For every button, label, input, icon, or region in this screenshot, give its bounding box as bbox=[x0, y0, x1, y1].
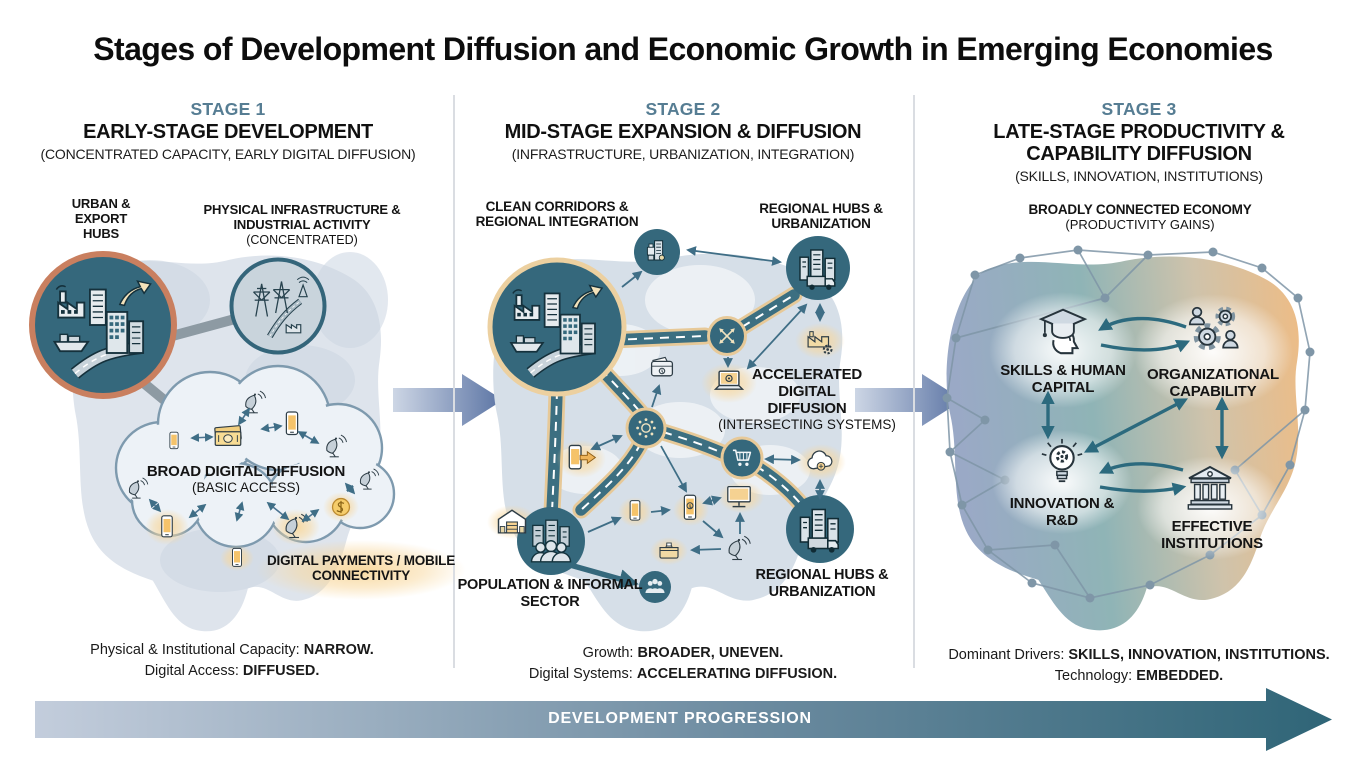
population-icon bbox=[530, 519, 572, 563]
label-physical-infrastructure-main: PHYSICAL INFRASTRUCTURE & INDUSTRIAL ACT… bbox=[203, 202, 401, 232]
label-broad-digital-diffusion-main: BROAD DIGITAL DIFFUSION bbox=[146, 463, 346, 480]
label-physical-infrastructure: PHYSICAL INFRASTRUCTURE & INDUSTRIAL ACT… bbox=[195, 202, 409, 247]
panel-divider bbox=[453, 95, 455, 668]
label-accelerated-diffusion-qualifier: (INTERSECTING SYSTEMS) bbox=[718, 417, 896, 433]
diffusion-arrows-stage1 bbox=[148, 407, 356, 523]
label-effective-institutions: EFFECTIVE INSTITUTIONS bbox=[1161, 518, 1263, 553]
building-icon bbox=[646, 240, 665, 261]
stage1-summary-line2-value: DIFFUSED. bbox=[242, 663, 320, 680]
label-organizational-capability: ORGANIZATIONAL CAPABILITY bbox=[1147, 366, 1279, 401]
stage1-summary: Physical & Institutional Capacity: NARRO… bbox=[90, 640, 374, 682]
label-regional-hubs-top: REGIONAL HUBS & URBANIZATION bbox=[759, 201, 883, 232]
stage3-summary-line2: Technology: EMBEDDED. bbox=[948, 666, 1329, 687]
page-title: Stages of Development Diffusion and Econ… bbox=[93, 31, 1273, 67]
stage3-summary-line2-label: Technology: bbox=[1054, 668, 1137, 685]
stage1-summary-line1-value: NARROW. bbox=[303, 642, 374, 658]
stage1-summary-line1-label: Physical & Institutional Capacity: bbox=[90, 642, 304, 658]
stage3-subtitle: (SKILLS, INNOVATION, INSTITUTIONS) bbox=[1015, 168, 1263, 184]
stage2-art bbox=[487, 229, 854, 632]
mobile-money-phone-icon bbox=[683, 494, 697, 520]
stage3-summary-line1: Dominant Drivers: SKILLS, INNOVATION, IN… bbox=[948, 645, 1329, 666]
label-innovation-rd: INNOVATION & R&D bbox=[1009, 495, 1115, 530]
stage3-summary-line1-value: SKILLS, INNOVATION, INSTITUTIONS. bbox=[1068, 647, 1330, 663]
stage2-summary: Growth: BROADER, UNEVEN. Digital Systems… bbox=[529, 643, 837, 685]
label-accelerated-diffusion-main: ACCELERATED DIGITAL DIFFUSION bbox=[751, 366, 863, 418]
stage2-summary-line1-label: Growth: bbox=[582, 645, 638, 661]
stage3-summary-line1-label: Dominant Drivers: bbox=[948, 647, 1069, 663]
stage3-title: LATE-STAGE PRODUCTIVITY & CAPABILITY DIF… bbox=[993, 121, 1285, 165]
stage2-summary-line2-value: ACCELERATING DIFFUSION. bbox=[636, 666, 838, 683]
label-regional-hubs-bottom: REGIONAL HUBS & URBANIZATION bbox=[755, 567, 889, 600]
junction-node bbox=[625, 407, 667, 449]
label-accelerated-diffusion: ACCELERATED DIGITAL DIFFUSION (INTERSECT… bbox=[718, 366, 896, 432]
stage2-to-stage3-arrow bbox=[855, 374, 963, 426]
mobile-phone-icon bbox=[285, 411, 299, 436]
stage1-to-stage2-arrow bbox=[393, 374, 503, 426]
mobile-phone-icon bbox=[232, 547, 242, 567]
stage2-subtitle: (INFRASTRUCTURE, URBANIZATION, INTEGRATI… bbox=[511, 146, 855, 162]
capability-arrows bbox=[1041, 316, 1229, 496]
label-broad-digital-diffusion-qualifier: (BASIC ACCESS) bbox=[191, 480, 301, 496]
label-population-informal: POPULATION & INFORMAL SECTOR bbox=[457, 577, 643, 610]
stage2-summary-line2-label: Digital Systems: bbox=[528, 666, 637, 683]
label-connected-economy: BROADLY CONNECTED ECONOMY (PRODUCTIVITY … bbox=[1000, 202, 1280, 232]
stage2-summary-line1-value: BROADER, UNEVEN. bbox=[637, 645, 784, 661]
stage3-summary-line2-value: EMBEDDED. bbox=[1136, 668, 1224, 685]
stage1-header: STAGE 1 EARLY-STAGE DEVELOPMENT (CONCENT… bbox=[18, 99, 438, 162]
label-clean-corridors: CLEAN CORRIDORS & REGIONAL INTEGRATION bbox=[475, 199, 639, 230]
stage1-summary-line2: Digital Access: DIFFUSED. bbox=[90, 661, 374, 682]
label-digital-payments: DIGITAL PAYMENTS / MOBILE CONNECTIVITY bbox=[266, 553, 455, 584]
progression-arrow-label: DEVELOPMENT PROGRESSION bbox=[548, 710, 812, 727]
stage1-subtitle: (CONCENTRATED CAPACITY, EARLY DIGITAL DI… bbox=[40, 146, 416, 162]
label-physical-infrastructure-qualifier: (CONCENTRATED) bbox=[246, 232, 358, 247]
dollar-coin-icon bbox=[331, 497, 351, 517]
diffusion-arrows-stage2 bbox=[587, 246, 825, 555]
stage1-summary-line1: Physical & Institutional Capacity: NARRO… bbox=[90, 640, 374, 661]
stage1-summary-line2-label: Digital Access: bbox=[144, 663, 243, 680]
stage2-summary-line1: Growth: BROADER, UNEVEN. bbox=[529, 643, 837, 664]
development-progression-arrow bbox=[35, 688, 1332, 751]
stage2-summary-line2: Digital Systems: ACCELERATING DIFFUSION. bbox=[529, 664, 837, 685]
label-connected-economy-main: BROADLY CONNECTED ECONOMY bbox=[1028, 202, 1252, 217]
commerce-node bbox=[720, 436, 764, 480]
stage1-art bbox=[29, 251, 466, 632]
label-broad-digital-diffusion: BROAD DIGITAL DIFFUSION (BASIC ACCESS) bbox=[126, 463, 366, 495]
label-skills-human-capital: SKILLS & HUMAN CAPITAL bbox=[1000, 362, 1126, 397]
stage2-tag: STAGE 2 bbox=[645, 99, 721, 119]
stage3-summary: Dominant Drivers: SKILLS, INNOVATION, IN… bbox=[948, 645, 1329, 687]
panel-divider bbox=[913, 95, 915, 668]
infrastructure-node bbox=[229, 257, 327, 355]
stage2-header: STAGE 2 MID-STAGE EXPANSION & DIFFUSION … bbox=[463, 99, 903, 162]
stage3-tag: STAGE 3 bbox=[1101, 99, 1177, 119]
mobile-phone-icon bbox=[629, 500, 641, 521]
stage3-header: STAGE 3 LATE-STAGE PRODUCTIVITY & CAPABI… bbox=[984, 99, 1294, 184]
community-node bbox=[639, 571, 671, 603]
population-flow-arrow bbox=[569, 562, 639, 589]
stage1-tag: STAGE 1 bbox=[190, 99, 266, 119]
label-connected-economy-qualifier: (PRODUCTIVITY GAINS) bbox=[1065, 217, 1215, 233]
banknote-icon bbox=[214, 424, 242, 446]
mobile-phone-icon bbox=[169, 431, 179, 450]
stage1-title: EARLY-STAGE DEVELOPMENT bbox=[83, 121, 373, 143]
digital-diffusion-cloud bbox=[114, 364, 396, 549]
mobile-phone-icon bbox=[161, 515, 173, 538]
label-urban-export-hubs: URBAN & EXPORT HUBS bbox=[71, 196, 131, 241]
laptop-icon bbox=[714, 370, 744, 390]
stage3-art bbox=[942, 245, 1315, 631]
stage2-title: MID-STAGE EXPANSION & DIFFUSION bbox=[504, 121, 862, 143]
